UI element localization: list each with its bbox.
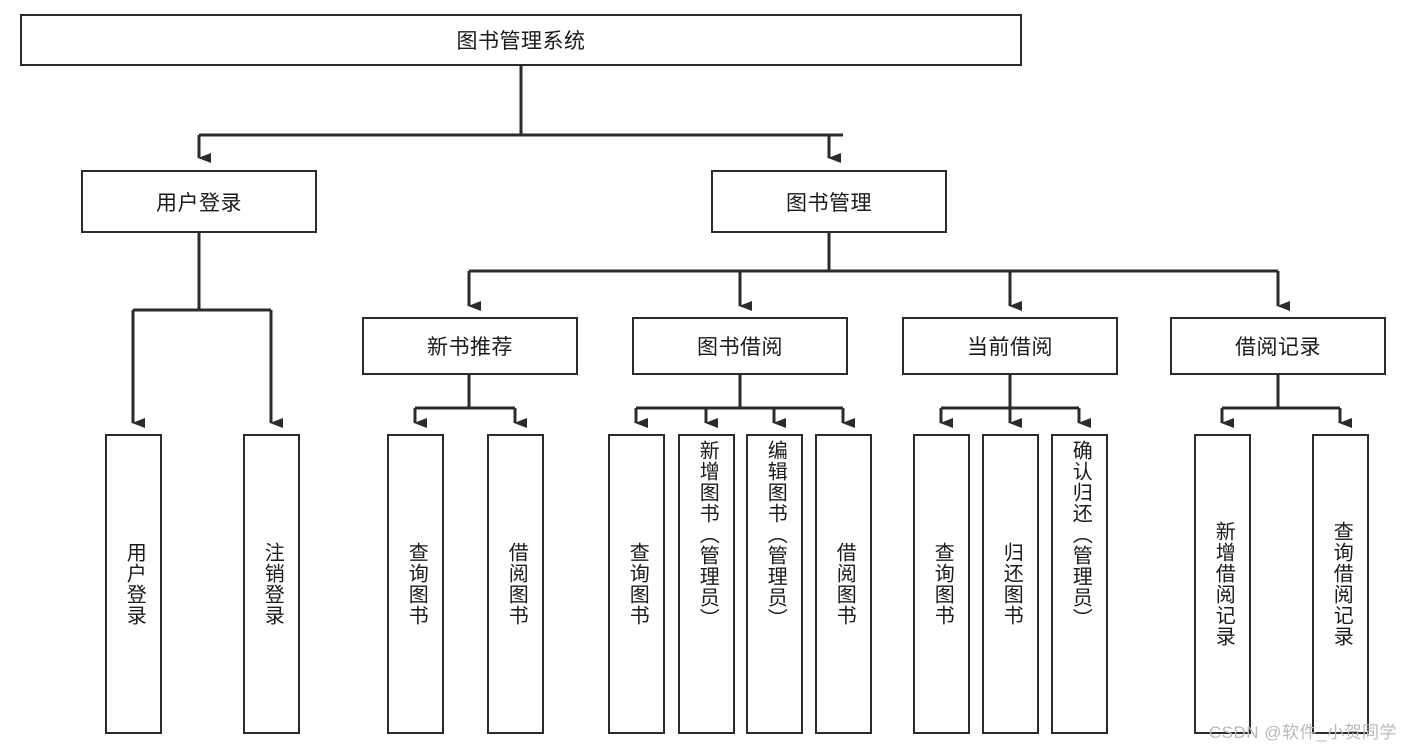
leaf-book-borrow-borrow[interactable]: 借阅图书 [815, 434, 872, 734]
leaf-current-borrow-query[interactable]: 查询图书 [913, 434, 970, 734]
node-borrow-record[interactable]: 借阅记录 [1170, 317, 1386, 375]
node-current-borrow-label: 当前借阅 [967, 336, 1053, 359]
leaf-book-borrow-add[interactable]: 新增图书（管理员） [678, 434, 735, 734]
leaf-new-book-query[interactable]: 查询图书 [387, 434, 444, 734]
csdn-watermark: CSDN @软件_小贺同学 [1208, 723, 1397, 742]
leaf-user-login-signin-label: 用户登录 [123, 542, 146, 626]
node-root-label: 图书管理系统 [456, 30, 586, 53]
leaf-new-book-borrow[interactable]: 借阅图书 [487, 434, 544, 734]
leaf-current-borrow-confirm-label: 确认归还（管理员） [1069, 440, 1092, 629]
leaf-book-borrow-edit-label: 编辑图书（管理员） [764, 440, 787, 629]
node-book-borrow-label: 图书借阅 [697, 336, 783, 359]
leaf-new-book-query-label: 查询图书 [405, 542, 428, 626]
leaf-borrow-record-add-label: 新增借阅记录 [1212, 521, 1235, 647]
node-new-book-recommend[interactable]: 新书推荐 [362, 317, 578, 375]
leaf-user-login-signin[interactable]: 用户登录 [105, 434, 162, 734]
leaf-book-borrow-query-label: 查询图书 [626, 542, 649, 626]
leaf-current-borrow-return-label: 归还图书 [1000, 542, 1023, 626]
leaf-book-borrow-add-label: 新增图书（管理员） [696, 440, 719, 629]
leaf-user-login-signout[interactable]: 注销登录 [243, 434, 300, 734]
leaf-borrow-record-query[interactable]: 查询借阅记录 [1312, 434, 1369, 734]
node-user-login[interactable]: 用户登录 [81, 170, 317, 233]
node-user-login-label: 用户登录 [156, 191, 242, 215]
node-book-management[interactable]: 图书管理 [711, 170, 947, 233]
leaf-new-book-borrow-label: 借阅图书 [505, 542, 528, 626]
node-borrow-record-label: 借阅记录 [1235, 336, 1321, 359]
leaf-user-login-signout-label: 注销登录 [261, 542, 284, 626]
leaf-current-borrow-return[interactable]: 归还图书 [982, 434, 1039, 734]
node-book-borrow[interactable]: 图书借阅 [632, 317, 848, 375]
leaf-current-borrow-confirm[interactable]: 确认归还（管理员） [1051, 434, 1108, 734]
leaf-book-borrow-edit[interactable]: 编辑图书（管理员） [746, 434, 803, 734]
node-current-borrow[interactable]: 当前借阅 [902, 317, 1118, 375]
leaf-book-borrow-borrow-label: 借阅图书 [833, 542, 856, 626]
node-root[interactable]: 图书管理系统 [20, 14, 1022, 66]
leaf-borrow-record-query-label: 查询借阅记录 [1330, 521, 1353, 647]
node-new-book-recommend-label: 新书推荐 [427, 336, 513, 359]
leaf-current-borrow-query-label: 查询图书 [931, 542, 954, 626]
leaf-borrow-record-add[interactable]: 新增借阅记录 [1194, 434, 1251, 734]
node-book-management-label: 图书管理 [786, 191, 872, 215]
leaf-book-borrow-query[interactable]: 查询图书 [608, 434, 665, 734]
